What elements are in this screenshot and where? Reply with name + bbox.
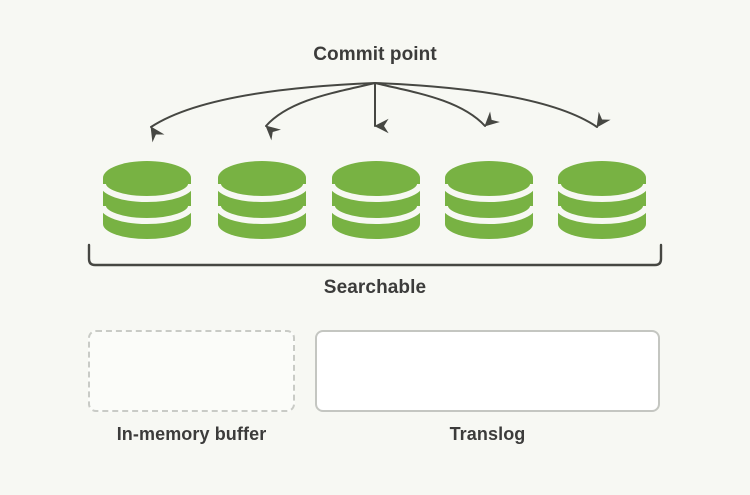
segment-1-band-bottom [100,205,194,224]
arrow-to-segment-1 [150,82,376,143]
segment-4-band-bottom [442,205,536,224]
commit-point-title: Commit point [313,44,437,65]
segment-2-band-bottom [215,205,309,224]
bracket-path [87,243,663,267]
segment-4-band-top [442,183,536,202]
segment-cylinder-1 [103,161,191,239]
segment-3-band-top [329,183,423,202]
segment-cylinder-3 [332,161,420,239]
segment-1-band-top [100,183,194,202]
arrow-to-segment-5 [374,82,611,128]
segment-cylinder-5 [558,161,646,239]
segment-3-band-bottom [329,205,423,224]
in-memory-buffer-box [88,330,295,412]
segment-2-band-top [215,183,309,202]
translog-label: Translog [449,424,526,444]
segment-cylinder-2 [218,161,306,239]
segment-5-band-bottom [555,205,649,224]
in-memory-buffer-label: In-memory buffer [116,424,267,444]
arrow-to-segment-4 [374,82,500,127]
arrow-to-segment-2 [265,82,376,141]
segment-5-band-top [555,183,649,202]
segment-cylinder-4 [445,161,533,239]
searchable-label: Searchable [323,277,427,298]
translog-box [315,330,660,412]
